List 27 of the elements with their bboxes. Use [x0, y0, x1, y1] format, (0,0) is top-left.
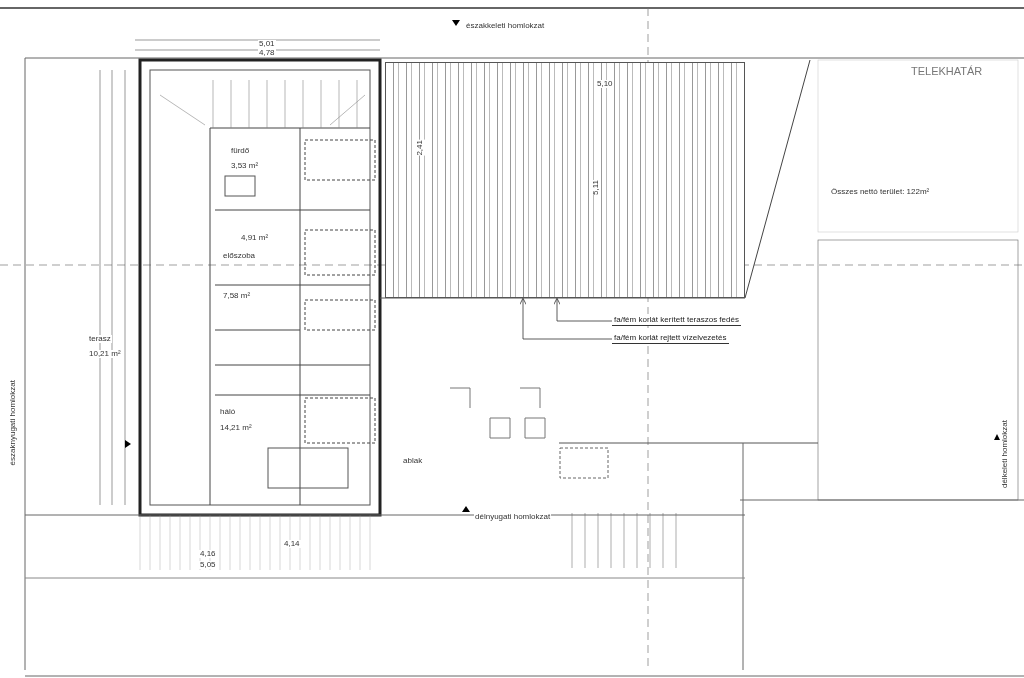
plan-label: 5,05 [199, 561, 217, 569]
plan-label: 10,21 m² [88, 350, 122, 358]
plan-label: háló [219, 408, 237, 416]
callout-note: fa/fém korlát rejtett vízelvezetés [612, 332, 729, 344]
plan-label: 4,14 [283, 540, 301, 548]
plan-label: északkeleti homlokzat [465, 22, 546, 30]
plan-label: terasz [88, 335, 112, 343]
plan-label: 5,10 [596, 80, 614, 88]
callout-note: fa/fém korlát kerített teraszos fedés [612, 314, 741, 326]
plan-label: fürdő [230, 147, 251, 155]
plan-label: délnyugati homlokzat [474, 513, 552, 521]
plan-label: Összes nettó terület: 122m² [830, 188, 931, 196]
plan-label: előszoba [222, 252, 257, 260]
vertical-label: 5,11 [591, 180, 601, 195]
plan-label: 3,53 m² [230, 162, 260, 170]
plan-label: TELEKHATÁR [910, 66, 984, 77]
plan-label: 4,91 m² [240, 234, 270, 242]
vertical-label: délkeleti homlokzat [1000, 420, 1010, 489]
vertical-label: északnyugati homlokzat [8, 380, 18, 466]
deck-area [385, 62, 745, 298]
plan-label: ablak [402, 457, 424, 465]
plan-label: 5,01 [258, 40, 276, 48]
plan-label: 4,78 [258, 49, 276, 57]
plan-label: 14,21 m² [219, 424, 253, 432]
plan-label: 4,16 [199, 550, 217, 558]
plan-label: 7,58 m² [222, 292, 252, 300]
vertical-label: 2,41 [415, 140, 425, 156]
